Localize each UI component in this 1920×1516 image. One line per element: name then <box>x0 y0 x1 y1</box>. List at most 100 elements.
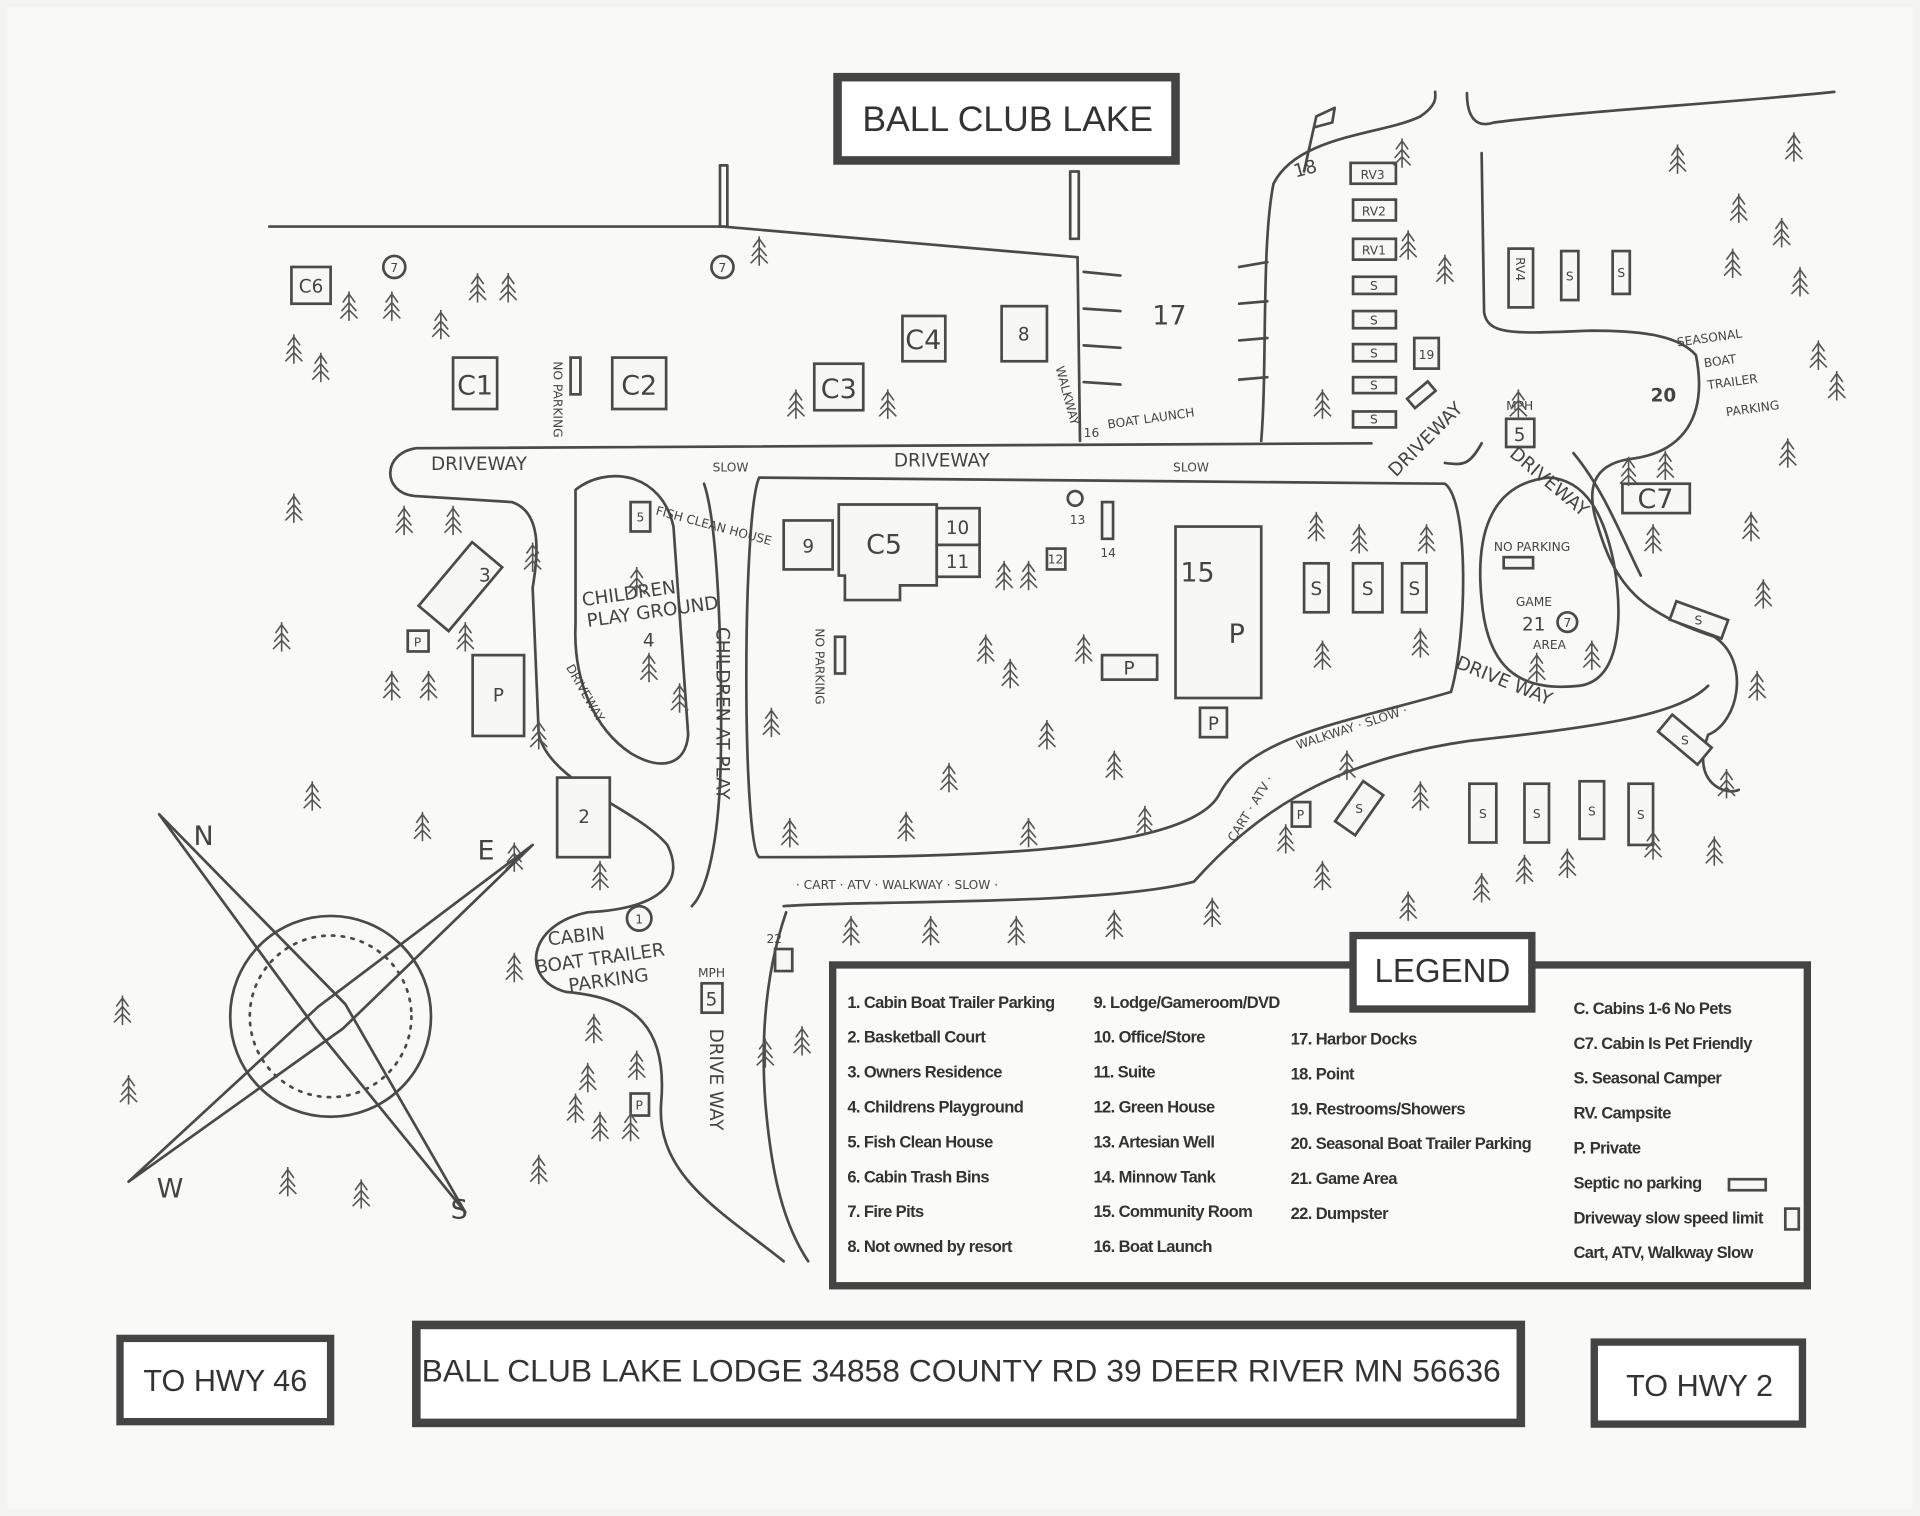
map-label: P <box>1229 619 1245 650</box>
compass-w: W <box>157 1174 184 1205</box>
compass-e: E <box>478 836 495 867</box>
rv-site-3: RV3 <box>1361 168 1385 182</box>
tree-icon <box>1276 824 1295 854</box>
office-10: 10 <box>946 518 969 539</box>
seasonal-sites-center: S S S <box>1302 561 1428 614</box>
tree-icon <box>523 542 542 572</box>
no-parking-label: NO PARKING <box>1494 540 1570 554</box>
tree-icon <box>1399 891 1418 921</box>
map-label: S <box>1310 579 1322 600</box>
tree-icon <box>1705 836 1724 866</box>
tree-icon <box>1784 132 1804 162</box>
map-label: S <box>1370 347 1378 361</box>
legend-item: S. Seasonal Camper <box>1573 1069 1722 1088</box>
tree-icon <box>1350 524 1369 554</box>
tree-icon <box>1723 248 1742 278</box>
tree-icon <box>1019 560 1038 591</box>
legend-item: Driveway slow speed limit <box>1573 1208 1763 1227</box>
owners-residence-3: 3 <box>479 566 491 587</box>
tree-icon <box>1729 193 1748 223</box>
roads <box>389 441 1710 1263</box>
tree-icon <box>841 915 861 946</box>
fire-pit: 7 <box>719 261 727 275</box>
tree-icon <box>1399 230 1418 260</box>
cabin-boat-trailer-parking-1: 1 <box>635 912 643 926</box>
map-label: S <box>1370 314 1378 328</box>
tree-icon <box>419 671 438 701</box>
tree-icon <box>1307 511 1326 542</box>
no-parking-label: NO PARKING <box>550 361 564 437</box>
tree-icon <box>352 1179 371 1209</box>
legend-item: 7. Fire Pits <box>847 1202 924 1221</box>
tree-icon <box>499 273 518 303</box>
legend-item: 19. Restrooms/Showers <box>1291 1099 1466 1118</box>
pier <box>1068 170 1081 241</box>
tree-icon <box>1772 217 1791 248</box>
tree-icon <box>1313 389 1332 419</box>
tree-icon <box>505 952 524 983</box>
tree-icon <box>621 1111 640 1142</box>
tree-icon <box>750 236 769 266</box>
tree-icon <box>443 505 463 536</box>
tree-icon <box>1748 671 1767 701</box>
cabin-c4: C4 <box>905 325 941 356</box>
tree-icon <box>1313 860 1332 891</box>
tree-icon <box>1558 848 1577 878</box>
tree-icon <box>113 995 132 1025</box>
legend-item: 3. Owners Residence <box>847 1063 1002 1082</box>
tree-icon <box>994 560 1014 591</box>
slow-label: SLOW <box>713 460 749 474</box>
tree-icon <box>1435 254 1455 285</box>
map-label: S <box>1681 734 1689 748</box>
pier <box>718 163 729 228</box>
rv-site-1: RV1 <box>1362 244 1386 258</box>
harbor-docks-17: 17 <box>1152 301 1186 332</box>
tree-icon <box>1643 830 1663 860</box>
tree-icon <box>762 707 781 738</box>
legend-item: RV. Campsite <box>1573 1104 1671 1123</box>
tree-icon <box>284 493 304 523</box>
legend-item: 13. Artesian Well <box>1093 1132 1214 1151</box>
tree-icon <box>1619 456 1638 487</box>
tree-icon <box>284 334 304 364</box>
map-label: S <box>1637 808 1645 822</box>
tree-icon <box>431 309 450 340</box>
to-hwy-46-sign: TO HWY 46 <box>116 1334 335 1426</box>
dumpster-22: 22 <box>767 932 783 946</box>
tree-icon <box>786 389 806 419</box>
legend-title: LEGEND <box>1374 953 1510 990</box>
tree-icon <box>1668 144 1687 174</box>
cabin-c6: C6 <box>299 277 324 298</box>
legend-item: 11. Suite <box>1093 1063 1155 1082</box>
legend-item: 2. Basketball Court <box>847 1028 986 1047</box>
basketball-court-2: 2 <box>578 807 590 828</box>
seasonal-sites-column: S S S S S <box>1351 275 1398 429</box>
map-title: BALL CLUB LAKE <box>833 72 1180 165</box>
rv-site-2: RV2 <box>1362 205 1386 219</box>
map-label: GAME <box>1516 595 1552 609</box>
cabin-c2: C2 <box>621 370 657 401</box>
map-label: S <box>1408 579 1420 600</box>
tree-icon <box>1472 873 1491 903</box>
tree-icon <box>792 1026 812 1056</box>
tree-icon <box>278 1166 297 1197</box>
map-label: S <box>1479 807 1487 821</box>
tree-icon <box>1515 854 1534 885</box>
tree-icon <box>339 291 359 321</box>
tree-icon <box>1827 371 1846 401</box>
tree-icon <box>468 273 487 303</box>
tree-icon <box>303 781 322 811</box>
legend-item: 8. Not owned by resort <box>847 1237 1013 1256</box>
tree-icon <box>1643 524 1663 554</box>
legend-item: 16. Boat Launch <box>1093 1237 1212 1256</box>
map-label: P <box>1123 659 1134 680</box>
tree-icon <box>939 762 959 793</box>
compass-n: N <box>193 821 213 852</box>
cabin-c7: C7 <box>1638 484 1674 515</box>
legend-item: 17. Harbor Docks <box>1291 1030 1417 1049</box>
legend-item: 20. Seasonal Boat Trailer Parking <box>1291 1134 1531 1153</box>
tree-icon <box>1809 340 1828 370</box>
tree-icon <box>119 1075 138 1105</box>
fire-pit: 7 <box>390 261 398 275</box>
map-label: S <box>1355 802 1363 816</box>
